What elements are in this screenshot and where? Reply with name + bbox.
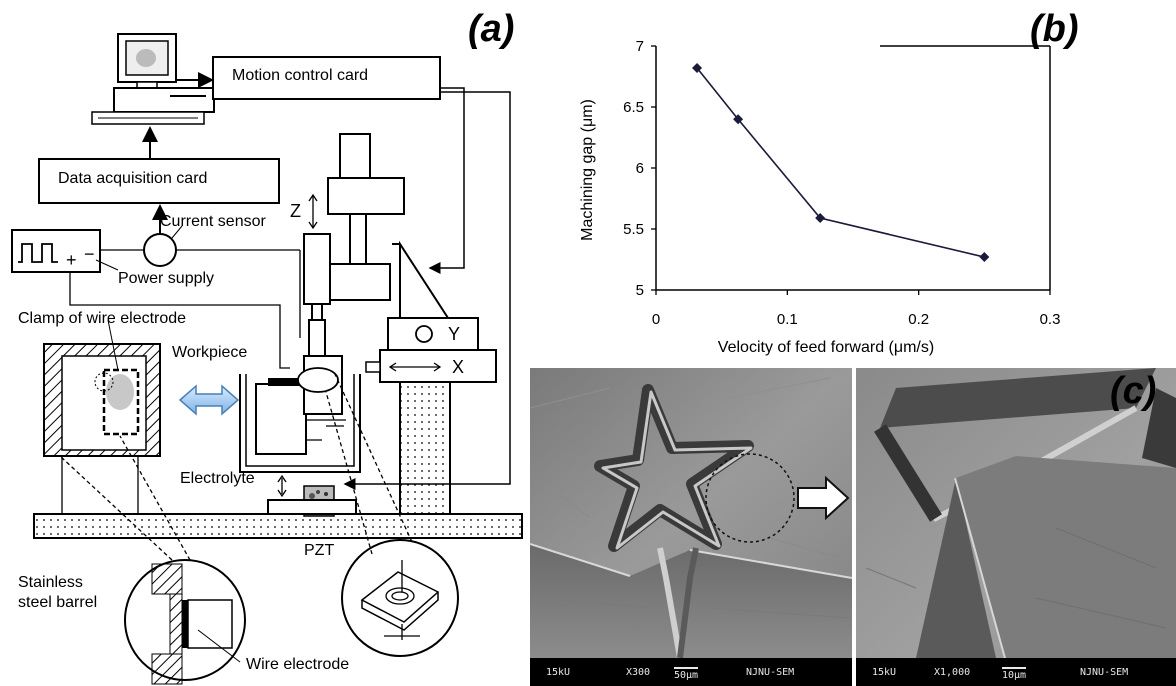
sem-info-bar-left: 15kU X300 50μm NJNU-SEM [530, 658, 852, 686]
power-minus-sign: − [84, 244, 95, 264]
clamp-label: Clamp of wire electrode [18, 310, 187, 327]
sem-mag-right: X1,000 [934, 667, 971, 678]
data-acquisition-card-label: Data acquisition card [58, 170, 208, 187]
sem-info-bar-right: 15kU X1,000 10μm NJNU-SEM [856, 658, 1176, 686]
series-line [696, 67, 985, 258]
current-sensor-label: Current sensor [160, 213, 266, 230]
panel-a-label: (a) [468, 8, 515, 50]
x-axis-label: Velocity of feed forward (μm/s) [718, 339, 934, 356]
data-point [692, 62, 703, 73]
panel-b: 0 0.1 0.2 0.3 5 5.5 6 6.5 7 Velocity of feed for… [530, 0, 1176, 368]
star-groove-micrograph [530, 368, 852, 658]
y-tick-label: 6.5 [623, 99, 644, 116]
axis-x-label: X [452, 357, 465, 377]
sem-image-right: 15kU X1,000 10μm NJNU-SEM [856, 368, 1176, 686]
axis-z-label: Z [290, 201, 301, 221]
y-tick-label: 6 [636, 160, 644, 177]
panel-a: Motion control card Data acquisition car… [0, 0, 530, 686]
y-tick-label: 7 [636, 38, 644, 55]
sem-scale-right: 10μm [1002, 667, 1027, 681]
schematic-diagram [11, 33, 523, 685]
sem-lab-right: NJNU-SEM [1080, 667, 1129, 678]
motion-control-card-box [212, 56, 441, 100]
sem-image-left: 15kU X300 50μm NJNU-SEM [530, 368, 852, 686]
sem-lab-left: NJNU-SEM [746, 667, 795, 678]
x-tick-label: 0.3 [1040, 311, 1061, 328]
power-plus-sign: + [66, 250, 77, 270]
sem-scale-left: 50μm [674, 667, 699, 681]
data-acquisition-card-box [38, 158, 280, 204]
panel-c: 15kU X300 50μm NJNU-SEM 15kU [530, 368, 1176, 686]
pzt-label: PZT [304, 542, 335, 559]
axis-y-label: Y [448, 324, 461, 344]
x-tick-label: 0.1 [777, 311, 798, 328]
x-tick-label: 0.2 [908, 311, 929, 328]
power-supply-label: Power supply [118, 270, 215, 287]
stainless-label-line2: steel barrel [18, 594, 98, 611]
y-tick-label: 5 [636, 282, 644, 299]
data-point [979, 252, 990, 263]
data-point [733, 114, 744, 125]
panel-c-label: (c) [1110, 370, 1157, 412]
wire-electrode-label: Wire electrode [246, 656, 350, 673]
double-arrow-icon [178, 384, 240, 416]
sem-mag-left: X300 [626, 667, 651, 678]
y-axis-label: Machining gap (μm) [579, 99, 596, 241]
electrolyte-label: Electrolyte [180, 470, 255, 487]
stainless-label-line1: Stainless [18, 574, 83, 591]
sem-kv-left: 15kU [546, 667, 571, 678]
motion-control-card-label: Motion control card [232, 67, 369, 84]
computer-icon [91, 33, 215, 125]
machining-gap-chart: 0 0.1 0.2 0.3 5 5.5 6 6.5 7 Velocity of feed for… [579, 38, 1061, 356]
current-sensor-icon [143, 233, 177, 267]
sem-kv-right: 15kU [872, 667, 897, 678]
corner-closeup-micrograph [856, 368, 1176, 658]
data-point [815, 213, 826, 224]
workpiece-label: Workpiece [172, 344, 248, 361]
panel-b-label: (b) [1030, 8, 1079, 50]
y-tick-label: 5.5 [623, 221, 644, 238]
x-tick-label: 0 [652, 311, 660, 328]
